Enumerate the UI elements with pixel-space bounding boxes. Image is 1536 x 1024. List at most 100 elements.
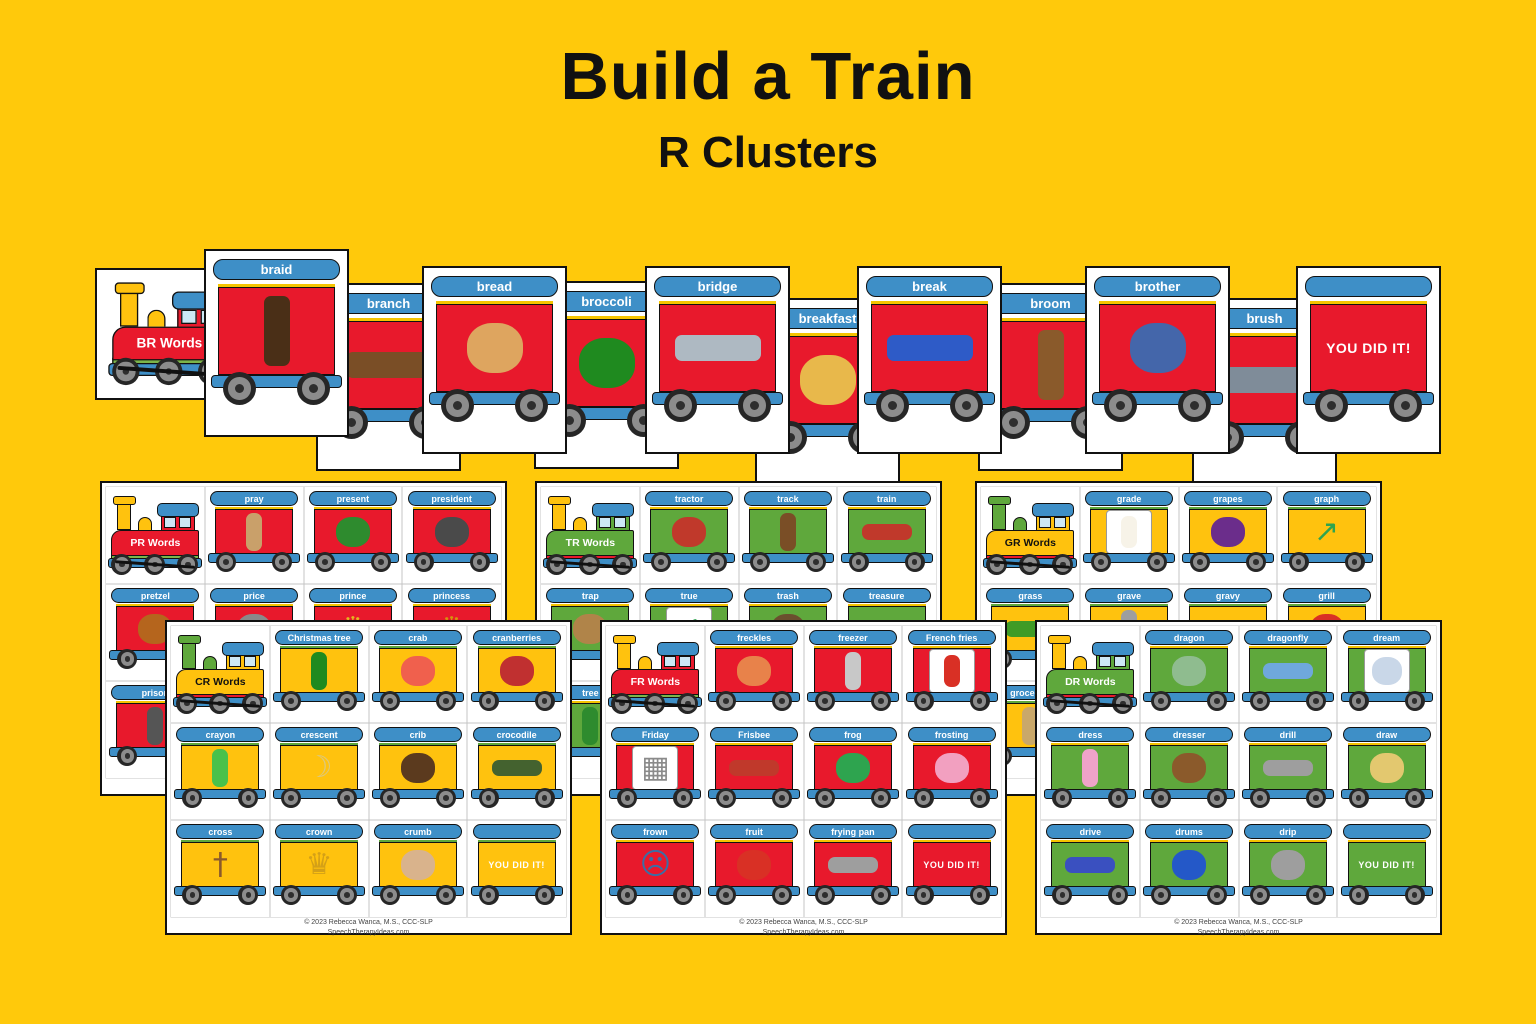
accent-line — [330, 318, 447, 322]
word-label: branch — [366, 296, 411, 311]
grid-cell: present — [304, 487, 403, 584]
chimney — [117, 502, 132, 530]
card-roof: drill — [1243, 727, 1332, 742]
wheel — [1404, 885, 1425, 905]
card-body — [813, 745, 892, 791]
accent-line — [1099, 301, 1216, 305]
card-body — [1051, 842, 1130, 888]
card-roof: frown — [611, 824, 700, 839]
word-label: cranberries — [492, 632, 542, 643]
engine-roof — [657, 642, 700, 656]
chimney — [120, 290, 139, 327]
card-roof: cross — [176, 824, 265, 839]
chimney-cap — [113, 496, 137, 505]
accent-line — [813, 743, 892, 746]
card-roof: train — [842, 491, 931, 506]
card-roof: Frisbee — [710, 727, 799, 742]
train-card: YOU DID IT! — [1296, 266, 1441, 454]
grid-cell: Friday▦ — [606, 723, 705, 820]
word-label: bridge — [697, 279, 738, 294]
card-roof: tractor — [645, 491, 734, 506]
wheel — [1249, 788, 1270, 808]
grid-cell: president — [402, 487, 501, 584]
word-card: crab — [370, 628, 466, 721]
wheel — [617, 885, 638, 905]
card-roof: branch — [325, 293, 452, 314]
word-label: dragon — [1173, 632, 1205, 643]
wheel — [969, 885, 990, 905]
wheel — [1207, 788, 1228, 808]
wheel — [651, 552, 672, 572]
card-base — [1340, 886, 1433, 896]
engine-dome — [203, 656, 218, 669]
word-card: cranberries — [469, 628, 565, 721]
word-label: princess — [433, 590, 471, 601]
accent-line — [378, 840, 457, 843]
card-body: ☽ — [280, 745, 359, 791]
word-label: gravy — [1215, 590, 1240, 601]
card-roof: crescent — [275, 727, 364, 742]
engine-window — [1039, 517, 1052, 528]
word-label: drums — [1175, 826, 1203, 837]
card-roof: braid — [213, 259, 340, 280]
engine-label: GR Words — [1004, 537, 1056, 549]
card-base — [1241, 886, 1334, 896]
accent-line — [715, 646, 794, 649]
card-body: YOU DID IT! — [477, 842, 556, 888]
engine-window — [229, 656, 242, 667]
card-roof: president — [407, 491, 496, 506]
drip-image — [1270, 850, 1305, 880]
wheel — [435, 885, 456, 905]
card-body — [378, 842, 457, 888]
accent-line — [477, 743, 556, 746]
wheel — [370, 552, 391, 572]
card-roof — [1342, 824, 1431, 839]
wheel — [314, 552, 335, 572]
word-card: dream — [1339, 628, 1435, 721]
word-card: crocodile — [469, 725, 565, 818]
grid-cell: crown♛ — [270, 820, 369, 917]
card-body — [912, 648, 991, 694]
accent-line — [280, 646, 359, 649]
wheel — [716, 691, 737, 711]
accent-line — [992, 318, 1109, 322]
word-label: dream — [1373, 632, 1401, 643]
brother-image — [1129, 323, 1186, 373]
card-body — [378, 745, 457, 791]
accent-line — [280, 743, 359, 746]
dream-image — [1371, 657, 1402, 685]
card-roof: broom — [987, 293, 1114, 314]
grid-cell: dresser — [1140, 723, 1239, 820]
accent-line — [616, 840, 695, 843]
word-label: crescent — [300, 729, 338, 740]
card-body — [181, 745, 260, 791]
card-roof: present — [308, 491, 397, 506]
grade-image — [1121, 516, 1138, 548]
card-roof: broccoli — [543, 291, 670, 312]
grid-cell: crocodile — [467, 723, 566, 820]
word-card: Friday▦ — [607, 725, 703, 818]
word-card: crumb — [370, 822, 466, 915]
grid-cell: drip — [1239, 820, 1338, 917]
track-image — [779, 513, 796, 551]
wheel — [848, 552, 869, 572]
card-body — [436, 304, 553, 392]
grid-cell: grapes — [1179, 487, 1278, 584]
word-card: train — [839, 489, 935, 582]
accent-line — [1188, 507, 1267, 510]
word-label: trap — [581, 590, 599, 601]
grid-cell: FR Words — [606, 626, 705, 723]
accent-line — [116, 701, 195, 704]
grid-cell: cranberries — [467, 626, 566, 723]
wheel — [1404, 691, 1425, 711]
page-subtitle: R Clusters — [657, 128, 879, 177]
wheel — [379, 885, 400, 905]
wheel — [1207, 691, 1228, 711]
dragon-image — [1172, 656, 1207, 686]
wheel — [478, 788, 499, 808]
word-card: grapes — [1180, 489, 1276, 582]
word-card: braid — [211, 259, 342, 421]
word-card: bread — [429, 276, 560, 438]
accent-line — [1248, 840, 1327, 843]
engine-dome — [1013, 517, 1028, 530]
